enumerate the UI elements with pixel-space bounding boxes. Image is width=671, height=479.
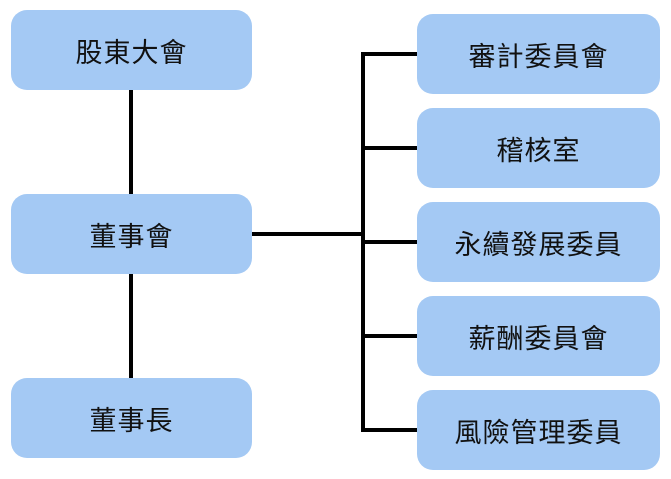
node-label: 審計委員會 [468,41,609,73]
sustainability-committee-node: 永續發展委員 [417,202,660,282]
node-label: 風險管理委員 [454,417,623,449]
node-label: 薪酬委員會 [468,323,609,355]
remuneration-committee-node: 薪酬委員會 [417,296,660,376]
chairman-node: 董事長 [11,378,252,458]
node-label: 永續發展委員 [454,229,623,261]
shareholders-meeting-node: 股東大會 [11,10,252,90]
audit-committee-node: 審計委員會 [417,14,660,94]
node-label: 股東大會 [75,37,188,69]
risk-management-committee-node: 風險管理委員 [417,390,660,470]
internal-audit-office-node: 稽核室 [417,108,660,188]
node-label: 董事長 [89,405,174,437]
node-label: 董事會 [89,221,174,253]
node-label: 稽核室 [496,135,581,167]
board-of-directors-node: 董事會 [11,194,252,274]
